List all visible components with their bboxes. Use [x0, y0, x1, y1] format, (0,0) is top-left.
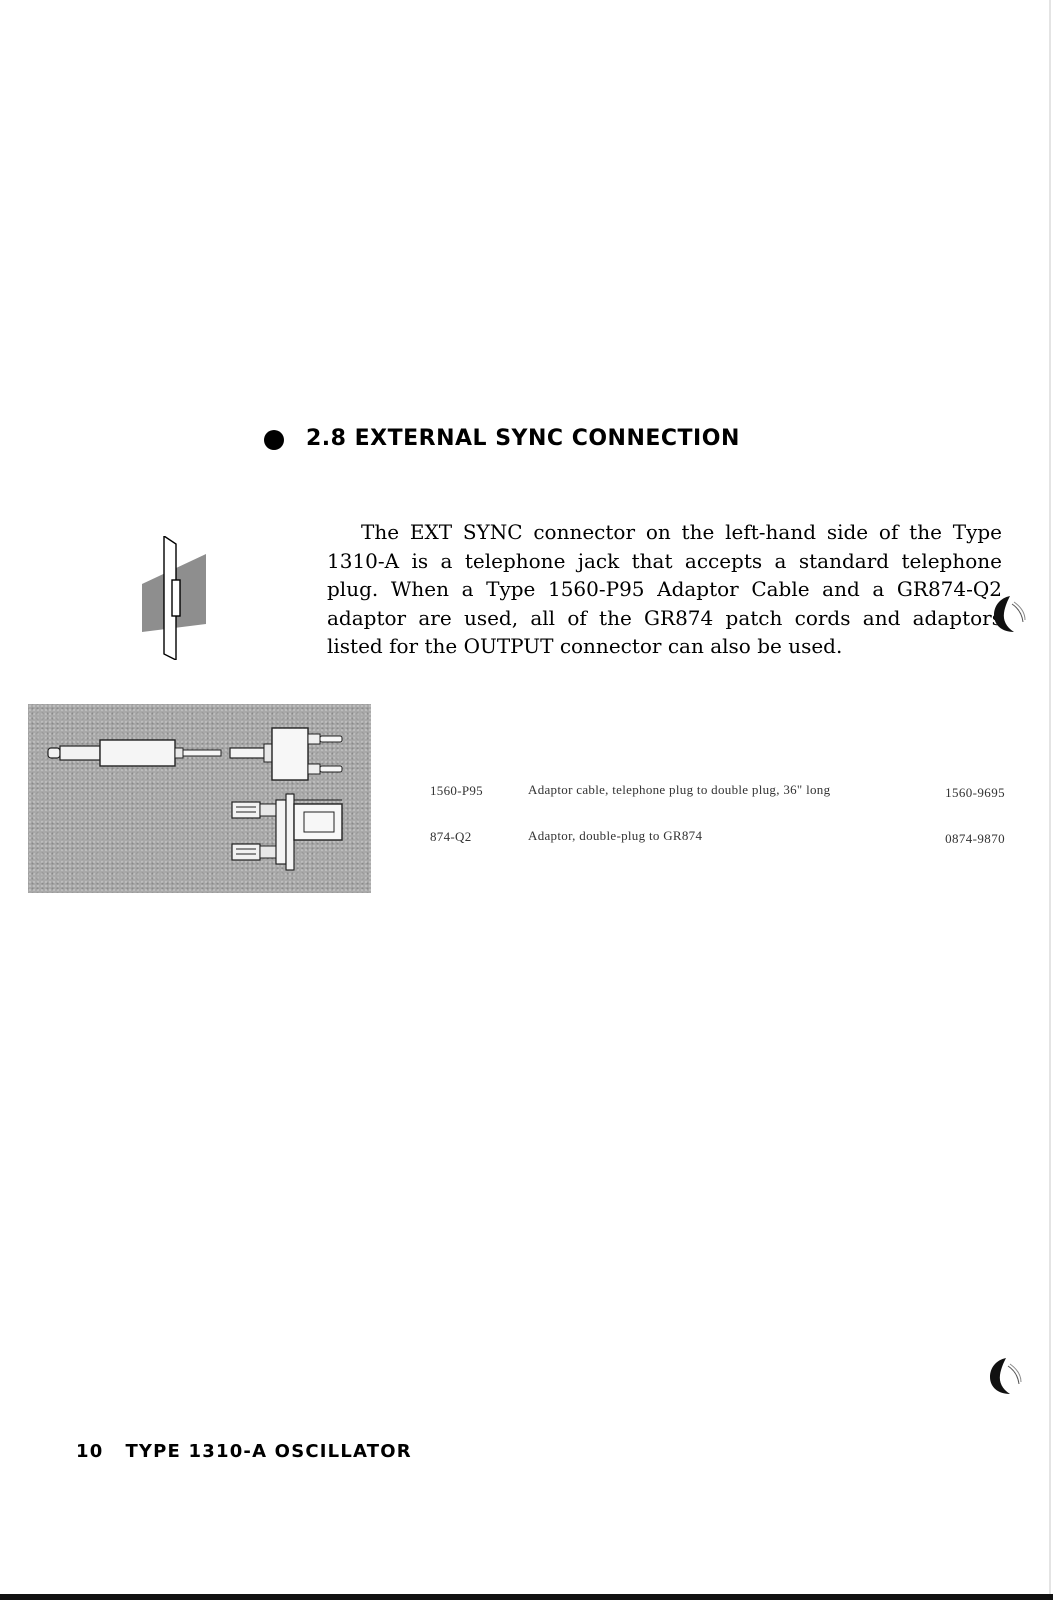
adaptor-photo	[28, 704, 371, 893]
part-code: 0874-9870	[945, 831, 1005, 846]
paragraph: The EXT SYNC connector on the left-hand …	[327, 520, 1002, 658]
parts-table: 1560-P95 Adaptor cable, telephone plug t…	[430, 783, 1005, 875]
bottom-edge	[0, 1594, 1053, 1600]
binder-hole-mark-icon	[988, 1356, 1022, 1396]
table-row: 1560-P95 Adaptor cable, telephone plug t…	[430, 783, 1005, 829]
part-number: 874-Q2	[430, 829, 472, 844]
body-text: The EXT SYNC connector on the left-hand …	[327, 518, 1002, 661]
gr874-adaptor-icon	[231, 793, 343, 871]
page-number: 10	[76, 1441, 104, 1462]
double-plug-icon	[271, 727, 343, 781]
telephone-plug-icon	[47, 739, 273, 767]
binder-hole-mark-icon	[992, 594, 1026, 634]
page-edge	[1049, 0, 1051, 1600]
bullet-icon	[264, 430, 284, 450]
footer-title: TYPE 1310-A OSCILLATOR	[125, 1441, 412, 1462]
page-footer: 10 TYPE 1310-A OSCILLATOR	[76, 1441, 412, 1462]
table-row: 874-Q2 Adaptor, double-plug to GR874 087…	[430, 829, 1005, 875]
part-description: Adaptor, double-plug to GR874	[528, 828, 703, 843]
part-number: 1560-P95	[430, 783, 483, 798]
jack-location-icon	[142, 534, 210, 662]
part-code: 1560-9695	[945, 785, 1005, 800]
section-heading: 2.8 EXTERNAL SYNC CONNECTION	[306, 426, 740, 451]
part-description: Adaptor cable, telephone plug to double …	[528, 782, 831, 797]
